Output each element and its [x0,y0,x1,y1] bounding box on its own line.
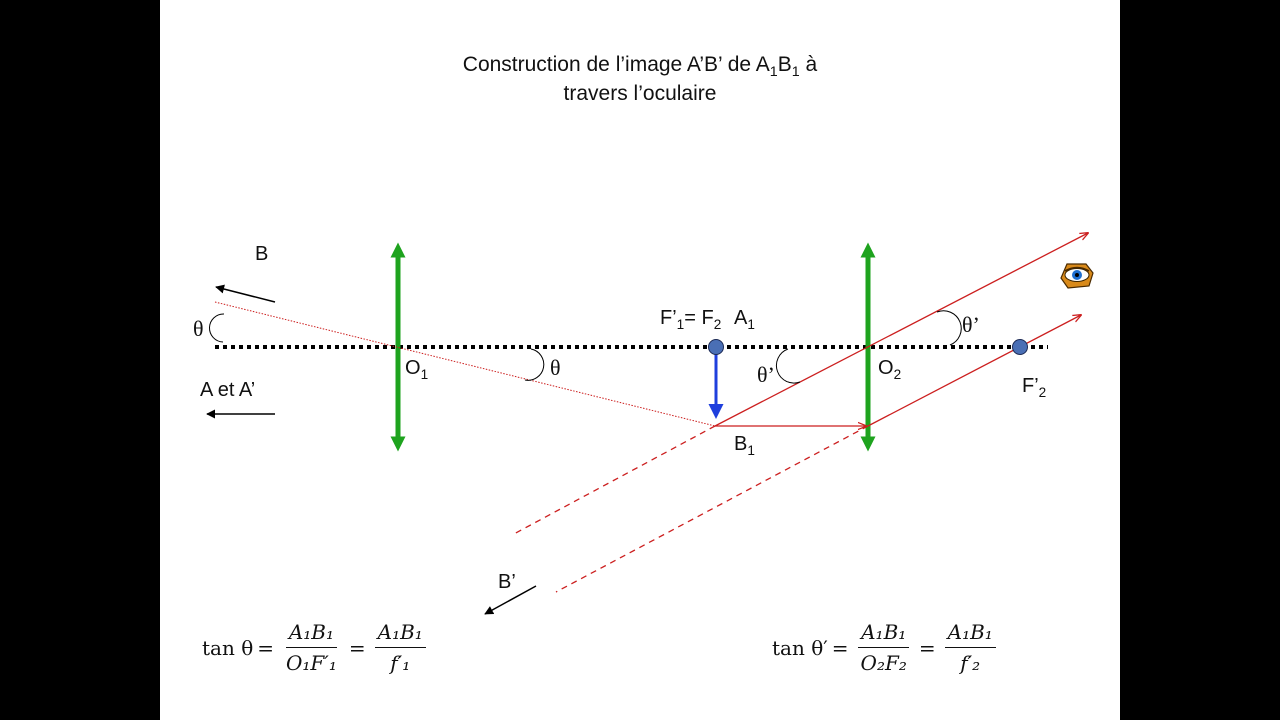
label-theta-prime-mid: θ’ [757,362,775,387]
ray-through-f2prime [867,315,1081,427]
ray-through-o1 [214,301,716,427]
label-f2prime: F’2 [1022,375,1047,400]
slide-title: Construction de l’image A’B’ de A1B1 à t… [462,53,818,105]
fraction-4: A₁B₁ f′₂ [944,620,996,675]
label-theta-prime-right: θ’ [962,312,980,337]
virtual-extension-2 [555,425,869,593]
arrow-b-direction [215,284,276,303]
fraction-3: A₁B₁ O₂F₂ [858,620,910,675]
point-f1prime-f2 [708,339,724,355]
fraction-2: A₁B₁ f′₁ [374,620,426,675]
label-a-et-aprime: A et A’ [200,379,256,401]
fraction-1: A₁B₁ O₁F′₁ [285,620,338,675]
eye-icon [1060,263,1094,289]
optics-diagram [206,0,1094,615]
label-theta-left: θ [193,316,204,341]
label-b: B [255,243,269,265]
slide: Construction de l’image A’B’ de A1B1 à t… [160,0,1120,720]
label-a1: A1 [734,307,755,332]
label-b1: B1 [734,433,755,458]
arrow-bprime-direction [484,585,537,615]
angle-arc-theta-prime-right [936,310,962,346]
label-f1prime-f2: F’1= F2 [660,307,722,332]
label-bprime: B’ [498,571,516,593]
angle-arc-theta-mid [524,348,545,381]
angle-arc-theta-left [209,313,225,343]
label-theta-mid: θ [550,355,561,380]
label-o1: O1 [405,357,429,382]
label-o2: O2 [878,357,902,382]
formula-tan-theta-prime: tan θ′ = A₁B₁ O₂F₂ = A₁B₁ f′₂ [772,620,1001,675]
ray-through-o2 [714,233,1088,427]
virtual-extension-1 [511,425,716,536]
formula-tan-theta: tan θ = A₁B₁ O₁F′₁ = A₁B₁ f′₁ [202,620,431,675]
point-f2prime [1012,339,1028,355]
angle-arc-theta-prime-mid [775,348,801,384]
